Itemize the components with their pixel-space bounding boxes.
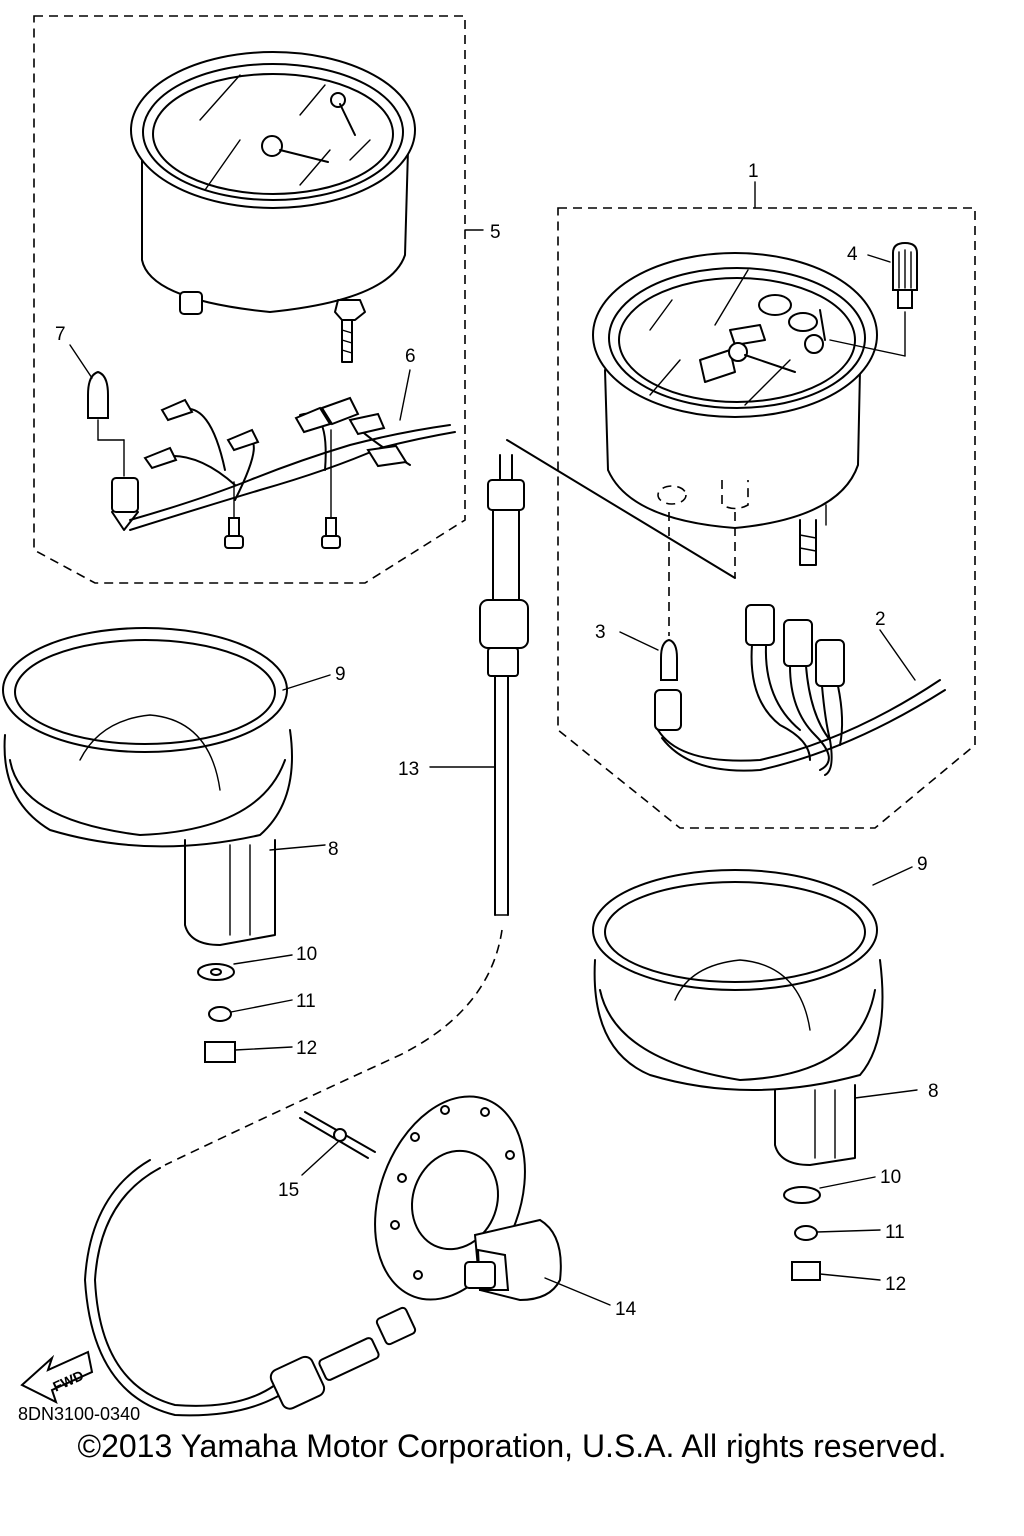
wiring-harness-left: [111, 396, 456, 549]
callout-7: 7: [55, 324, 66, 345]
diagram-code: 8DN3100-0340: [18, 1404, 141, 1424]
meter-bracket-left: [2, 627, 331, 946]
callout-6: 6: [405, 346, 416, 367]
bulb-7: [69, 344, 125, 477]
speedometer-gauge: [592, 252, 878, 566]
bulb-3: [619, 512, 678, 681]
wiring-harness-right: [654, 512, 946, 776]
speedometer-cable-13: [84, 439, 736, 1417]
callout-12-left: 12: [296, 1038, 317, 1059]
meter-bracket-right: [592, 866, 918, 1166]
assembly-boundary-1: [557, 207, 976, 829]
callout-13: 13: [398, 759, 419, 780]
callout-9-right: 9: [917, 854, 928, 875]
callout-12-right: 12: [885, 1274, 906, 1295]
callout-3: 3: [595, 622, 606, 643]
tachometer-gauge: [130, 51, 416, 363]
fwd-arrow-icon: FWD: [20, 1350, 94, 1404]
callout-11-left: 11: [296, 991, 316, 1012]
callout-15: 15: [278, 1180, 299, 1201]
callout-10-right: 10: [880, 1167, 901, 1188]
callout-10-left: 10: [296, 944, 317, 965]
callout-5: 5: [490, 222, 501, 243]
callout-14: 14: [615, 1299, 637, 1320]
speedometer-drive-gear-14: [374, 1095, 611, 1306]
assembly-boundary-5: [33, 15, 466, 584]
callout-8-left: 8: [328, 839, 339, 860]
hardware-left: [197, 954, 293, 1063]
copyright-notice: ©2013 Yamaha Motor Corporation, U.S.A. A…: [77, 1428, 947, 1464]
callout-2: 2: [875, 609, 886, 630]
hardware-right: [783, 1176, 881, 1281]
callout-8-right: 8: [928, 1081, 939, 1102]
callout-9-left: 9: [335, 664, 346, 685]
callout-1: 1: [748, 161, 759, 182]
callout-11-right: 11: [885, 1222, 905, 1243]
callout-4: 4: [847, 244, 858, 265]
reset-knob-4: [829, 241, 918, 357]
pin-15: [299, 1111, 376, 1176]
